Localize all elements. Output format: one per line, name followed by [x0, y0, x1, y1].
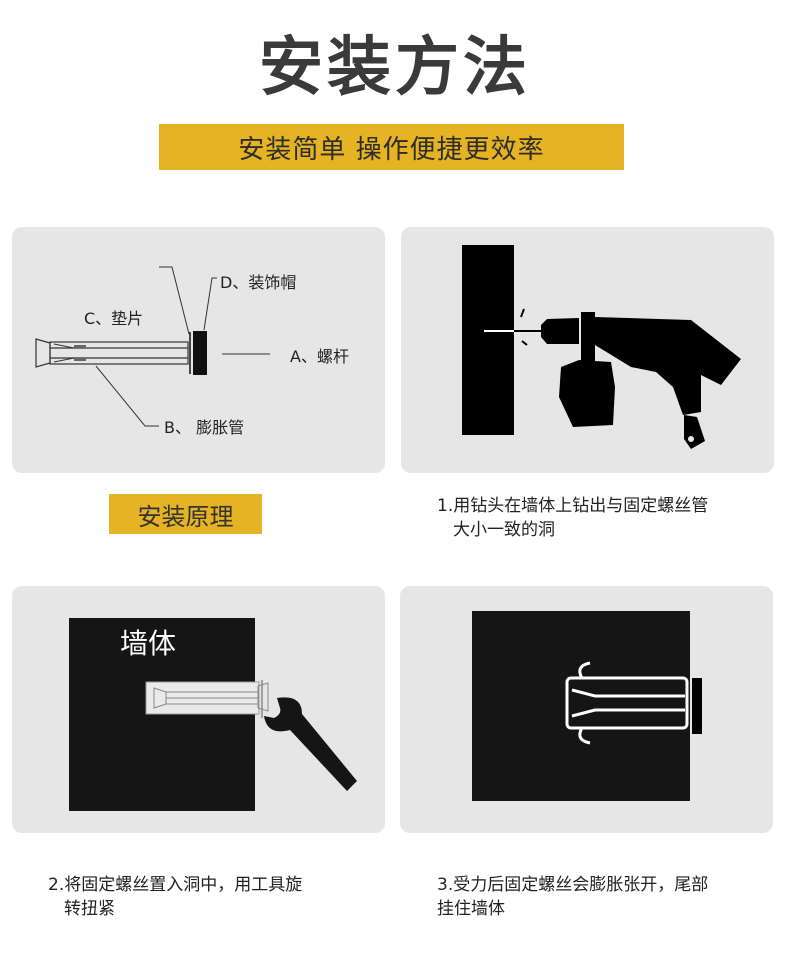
wall-label: 墙体 [120, 627, 177, 660]
step-2-line1: 2.将固定螺丝置入洞中，用工具旋 [48, 875, 303, 895]
step-1-text: 1.用钻头在墙体上钻出与固定螺丝管 大小一致的洞 [437, 494, 708, 542]
subtitle-banner: 安装简单 操作便捷更效率 [159, 124, 624, 170]
label-b-tube: B、 膨胀管 [164, 418, 245, 437]
drill-icon [462, 245, 741, 449]
label-a-bolt: A、螺杆 [290, 347, 349, 366]
step-3-text: 3.受力后固定螺丝会膨胀张开，尾部 挂住墙体 [437, 873, 708, 921]
wrench-icon [69, 618, 357, 811]
step-3-line2: 挂住墙体 [437, 899, 505, 919]
step-2-line2: 转扭紧 [64, 899, 115, 919]
step-3-line1: 3.受力后固定螺丝会膨胀张开，尾部 [437, 875, 709, 895]
expansion-bolt-diagram-icon [35, 266, 270, 427]
step-1-line2: 大小一致的洞 [453, 520, 555, 540]
expanded-anchor-icon [472, 611, 702, 801]
installation-principle-badge: 安装原理 [109, 494, 262, 534]
components-diagram-panel: D、装饰帽 C、垫片 A、螺杆 B、 膨胀管 [12, 227, 385, 473]
step-1-line1: 1.用钻头在墙体上钻出与固定螺丝管 [437, 496, 709, 516]
page-title: 安装方法 [259, 31, 531, 105]
step2-wrench-panel: 墙体 [12, 586, 385, 833]
step-2-text: 2.将固定螺丝置入洞中，用工具旋 转扭紧 [48, 873, 302, 921]
step1-drill-panel [401, 227, 774, 473]
label-d-cap: D、装饰帽 [220, 273, 297, 292]
label-c-washer: C、垫片 [84, 309, 144, 328]
step3-expanded-panel [400, 586, 773, 833]
